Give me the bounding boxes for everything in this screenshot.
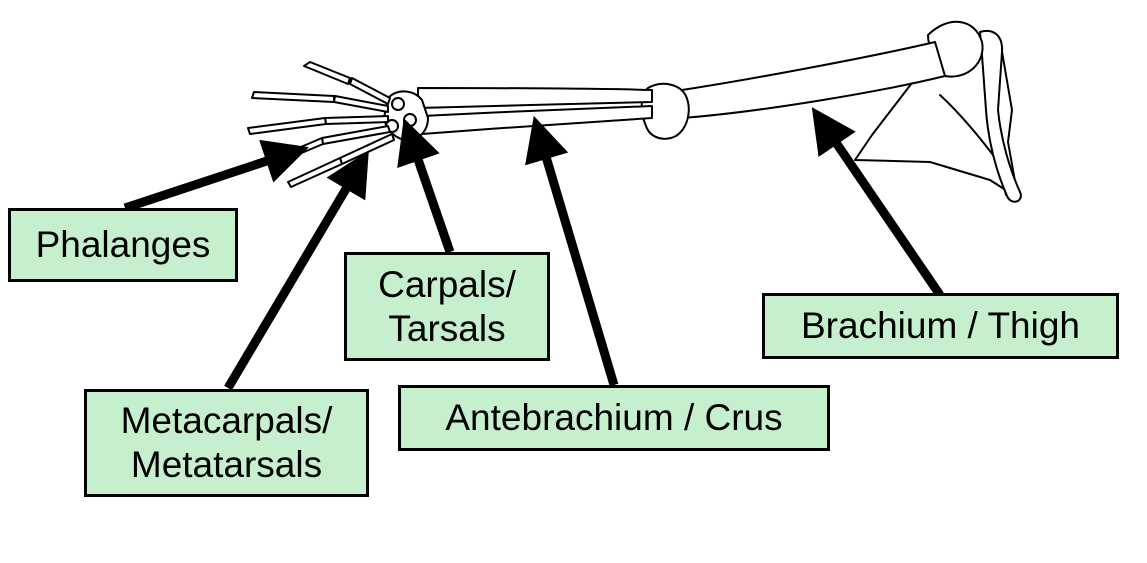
label-carpals-line1: Carpals/ [378,263,516,305]
label-brachium-thigh: Brachium / Thigh [762,293,1119,359]
label-phalanges: Phalanges [8,208,238,282]
arrow-antebrachium [525,115,619,387]
finger-3 [247,117,327,135]
label-antebrachium-crus: Antebrachium / Crus [398,385,830,451]
label-metacarpals-line1: Metacarpals/ [120,400,333,442]
skeleton-limb-illustration [247,20,1022,203]
label-brachium-text: Brachium / Thigh [801,305,1080,347]
label-carpals-line2: Tarsals [388,307,506,349]
finger-5 [287,157,343,188]
finger-1 [303,61,351,85]
label-metacarpals-metatarsals: Metacarpals/ Metatarsals [84,389,369,497]
label-carpals-tarsals: Carpals/ Tarsals [344,252,550,361]
radius-bone [417,87,653,109]
label-metacarpals-line2: Metatarsals [130,444,323,485]
metacarpal-3 [324,115,389,125]
arrow-carpals [397,118,455,254]
carpal-bone-2 [403,113,417,127]
arrow-metacarpals [224,150,369,391]
finger-2 [251,91,335,103]
ulna-bone [421,105,653,135]
metacarpal-1 [349,77,391,105]
arrow-brachium [811,107,944,298]
clavicle-bone [979,30,1022,203]
label-antebrachium-text: Antebrachium / Crus [445,397,783,439]
carpal-bone-1 [391,97,405,111]
callout-arrows [123,107,944,391]
arrow-phalanges [123,139,309,213]
label-phalanges-text: Phalanges [35,224,211,266]
